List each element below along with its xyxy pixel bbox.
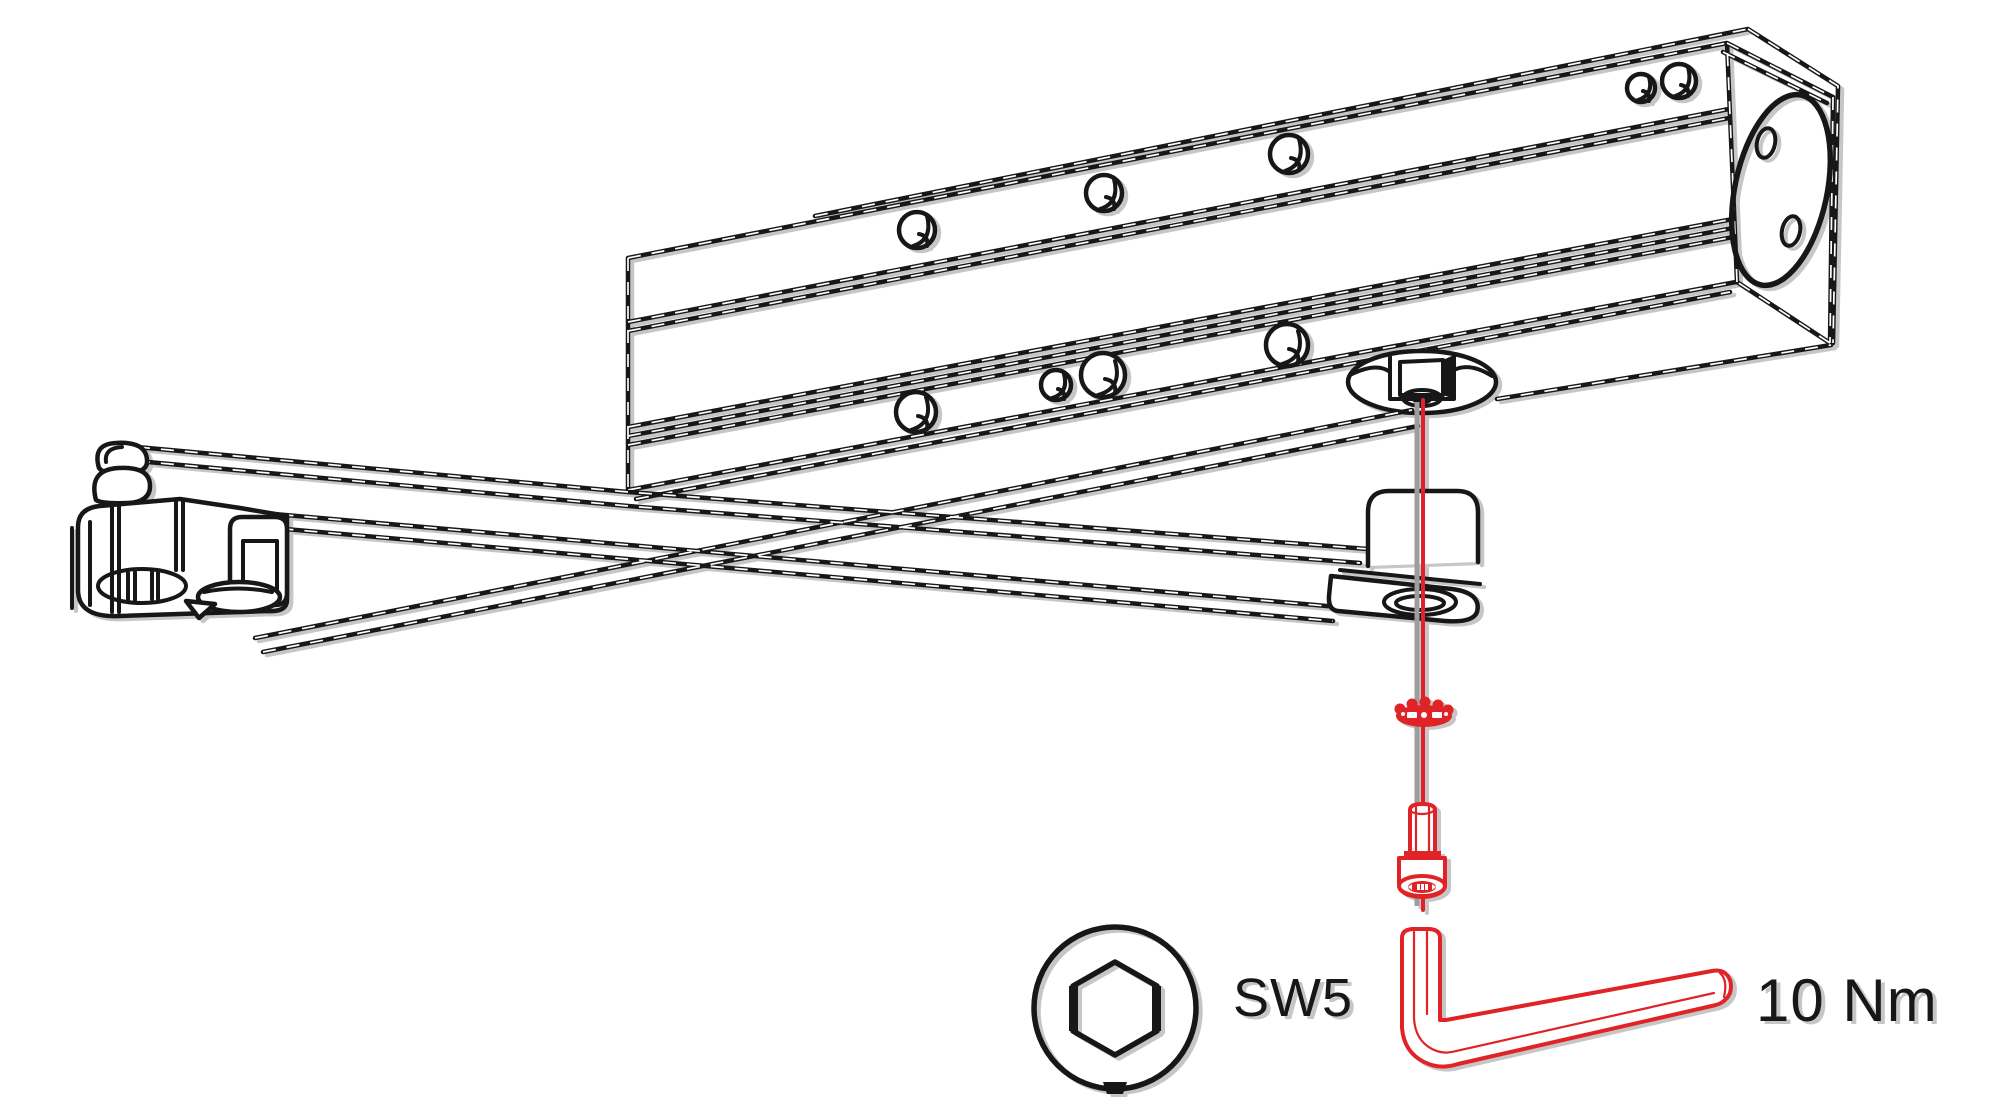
shoe-plate-details bbox=[70, 500, 185, 614]
serrated-washer bbox=[1394, 696, 1454, 727]
arm-shoe-bracket bbox=[70, 440, 290, 621]
washer-slot bbox=[1407, 712, 1417, 718]
spindle-boss-shade bbox=[1443, 355, 1454, 399]
body-screws bbox=[893, 61, 1699, 435]
hex-socket-icon bbox=[1031, 924, 1199, 1094]
elbow-knuckle-lower bbox=[92, 465, 153, 506]
washer-hole bbox=[1444, 712, 1448, 716]
screw-socket-marks bbox=[1408, 884, 1436, 890]
shoe-lower-lobe-line bbox=[202, 586, 274, 594]
screw-shank-top bbox=[1408, 802, 1436, 816]
highlighted-fastener-assembly bbox=[1394, 398, 1733, 1069]
allen-key-icon bbox=[1400, 927, 1733, 1069]
hex-socket-icon-nub bbox=[1103, 1082, 1127, 1094]
hex-socket-icon-hexagon bbox=[1070, 959, 1160, 1058]
scissor-arm-assembly bbox=[70, 410, 1482, 652]
torque-label: 10 Nm bbox=[1756, 967, 1938, 1034]
end-cap-slot-bottom bbox=[1779, 214, 1803, 248]
end-cap-circle bbox=[1728, 91, 1834, 289]
hub-collar-line bbox=[1338, 568, 1482, 586]
washer-hole bbox=[1401, 712, 1405, 716]
arm-end-hole-outer bbox=[1382, 587, 1458, 617]
shoe-slot-ellipse bbox=[96, 567, 188, 605]
hex-socket-screw bbox=[1397, 802, 1447, 899]
arm-pinion-hub bbox=[1326, 488, 1482, 624]
screw-head-slot-marks bbox=[909, 65, 1692, 432]
body-outline-phantom-dashes bbox=[627, 28, 1839, 500]
tool-size-label: SW5 bbox=[1233, 968, 1353, 1028]
body-outline-lines bbox=[628, 29, 1838, 499]
shoe-pointed-tab bbox=[183, 598, 218, 621]
allen-key-outline bbox=[1400, 927, 1733, 1069]
hex-socket-icon-thick-sides bbox=[1069, 986, 1161, 1031]
washer-tooth bbox=[1419, 696, 1431, 708]
end-cap-slot-top bbox=[1754, 126, 1778, 160]
screw-shank-ridges bbox=[1414, 805, 1431, 854]
legend: SW5 10 Nm bbox=[1031, 924, 1938, 1094]
washer-slot bbox=[1432, 712, 1442, 718]
hex-socket-icon-circle bbox=[1031, 924, 1199, 1092]
washer-hole bbox=[1421, 712, 1427, 718]
door-closer-body bbox=[628, 29, 1846, 499]
arm-end-hole-inner bbox=[1394, 594, 1446, 612]
elbow-knuckle-curl bbox=[103, 445, 124, 464]
allen-key-ridge-lines bbox=[1412, 928, 1727, 1054]
